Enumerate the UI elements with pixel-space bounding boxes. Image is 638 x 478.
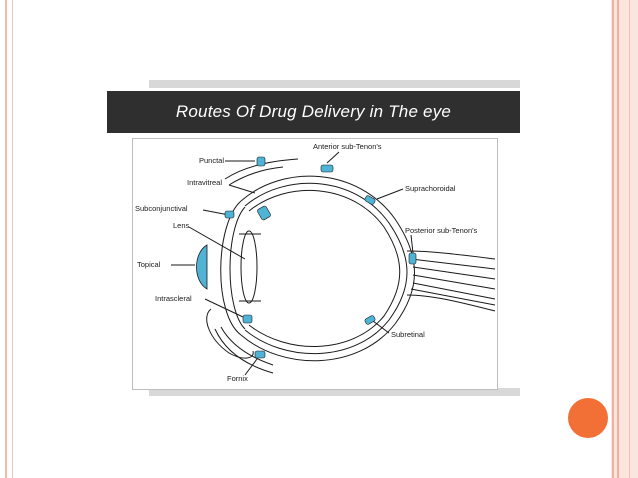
subretinal-implant [364,315,376,325]
sclera-inner [244,182,408,354]
slide-border-right-band [611,0,638,478]
optic-nerve-bottom [406,294,496,312]
choroid [248,189,401,347]
lower-fornix [206,308,254,359]
picture-shadow-top [149,80,520,88]
label-posterior-sub-tenons: Posterior sub-Tenon's [405,226,478,235]
subconjunctival-implant [224,210,235,219]
label-suprachoroidal: Suprachoroidal [405,184,456,193]
lens-shape [240,230,258,304]
lower-eyelid [214,328,274,374]
slide-border-right-line-3 [629,0,630,478]
title-bar: Routes Of Drug Delivery in The eye [107,91,520,133]
label-topical: Topical [137,260,161,269]
decorative-orange-circle [568,398,608,438]
slide-border-right-line-1 [612,0,614,478]
fornix-implant [254,350,266,359]
slide-border-left-inner [12,0,13,478]
slide-border-right-line-2 [617,0,619,478]
label-punctal: Punctal [199,156,224,165]
intravitreal-implant [257,205,271,221]
label-subconjunctival: Subconjunctival [135,204,188,213]
optic-nerve-top [406,250,496,260]
picture-shadow-bottom [149,388,520,396]
slide-border-left-outer [5,0,7,478]
label-anterior-sub-tenons: Anterior sub-Tenon's [313,142,382,151]
posterior-sub-tenons-implant [408,252,417,265]
topical-drop [196,244,208,290]
intrascleral-implant [242,314,253,324]
label-intrascleral: Intrascleral [155,294,192,303]
eye-diagram: Punctal Intravitreal Subconjunctival Len… [132,138,498,390]
punctal-implant [256,156,266,167]
slide-title: Routes Of Drug Delivery in The eye [175,102,452,121]
eye-diagram-svg: Punctal Intravitreal Subconjunctival Len… [135,142,496,383]
suprachoroidal-implant [364,195,376,205]
label-fornix: Fornix [227,374,248,383]
anterior-sub-tenons-implant [320,164,334,173]
label-intravitreal: Intravitreal [187,178,222,187]
label-subretinal: Subretinal [391,330,425,339]
sclera-outer [240,175,415,362]
label-lens: Lens [173,221,190,230]
